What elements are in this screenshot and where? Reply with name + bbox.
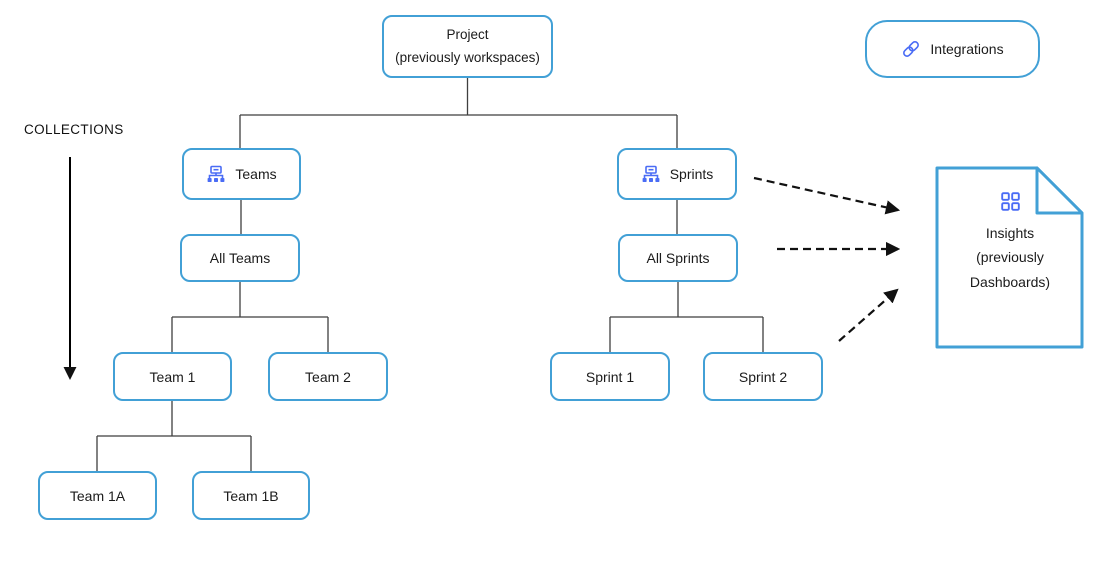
node-all-teams: All Teams [180, 234, 300, 282]
arrow-sprint2-to-insights [838, 288, 899, 342]
sprints-label: Sprints [669, 166, 714, 182]
collections-label: COLLECTIONS [24, 122, 124, 137]
node-sprints: Sprints [617, 148, 737, 200]
node-all-sprints: All Sprints [618, 234, 738, 282]
sprint-2-label: Sprint 2 [738, 368, 788, 385]
link-icon [901, 39, 921, 59]
all-sprints-label: All Sprints [646, 250, 710, 266]
connector-project-split [239, 78, 678, 148]
integrations-label: Integrations [930, 41, 1004, 57]
node-sprint-1: Sprint 1 [550, 352, 670, 401]
sitemap-icon [641, 165, 661, 184]
sprint-1-label: Sprint 1 [585, 368, 635, 385]
connector-team1-split [96, 401, 252, 471]
team-1-label: Team 1 [149, 368, 196, 385]
node-insights: Insights (previously Dashboards) [945, 192, 1075, 292]
teams-label: Teams [235, 166, 277, 182]
team-2-label: Team 2 [305, 368, 351, 385]
team-1b-label: Team 1B [223, 487, 279, 504]
insights-document-fold [1035, 166, 1084, 215]
arrow-sprints-to-insights [753, 176, 901, 215]
insights-line-2: (previously [976, 249, 1044, 266]
insights-line-1: Insights [985, 225, 1035, 241]
sitemap-icon [206, 165, 226, 184]
node-integrations: Integrations [865, 20, 1040, 78]
insights-line-3: Dashboards) [969, 273, 1051, 290]
project-title: Project [446, 26, 489, 42]
project-subtitle: (previously workspaces) [395, 50, 540, 65]
node-team-2: Team 2 [268, 352, 388, 401]
grid-icon [1000, 192, 1020, 211]
node-team-1b: Team 1B [192, 471, 310, 520]
team-1a-label: Team 1A [69, 487, 126, 504]
all-teams-label: All Teams [209, 250, 271, 266]
connector-allsprints-split [609, 282, 764, 352]
node-team-1: Team 1 [113, 352, 232, 401]
connector-allteams-split [171, 282, 329, 352]
node-sprint-2: Sprint 2 [703, 352, 823, 401]
node-project: Project (previously workspaces) [382, 15, 553, 78]
node-teams: Teams [182, 148, 301, 200]
node-team-1a: Team 1A [38, 471, 157, 520]
